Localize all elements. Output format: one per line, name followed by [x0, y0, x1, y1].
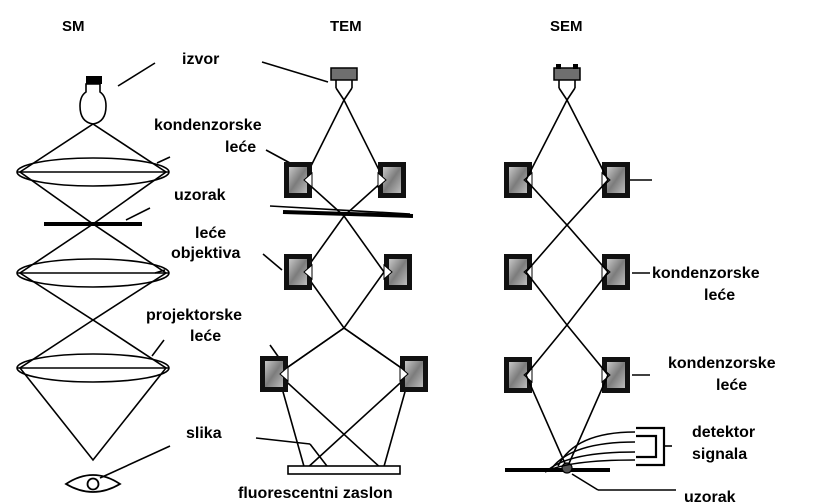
sem-electron-gun-icon — [553, 64, 581, 102]
label-projektorske-2: leće — [190, 328, 221, 345]
label-slika: slika — [186, 425, 222, 442]
sem-coil-2-right — [601, 254, 630, 290]
column-title-sm: SM — [62, 18, 85, 35]
column-title-tem: TEM — [330, 18, 362, 35]
label-detektor: detektor — [692, 424, 755, 441]
tem-coil-projector-left — [260, 356, 289, 392]
magnetic-lens-coils — [260, 162, 630, 393]
label-sem-kondenzorske-b2: leće — [716, 377, 747, 394]
label-sem-kondenzorske-b1: kondenzorske — [668, 355, 776, 372]
tem-coil-objective-left — [284, 254, 313, 290]
label-fluorescentni-zaslon: fluorescentni zaslon — [238, 485, 393, 502]
tem-coil-projector-right — [399, 356, 428, 392]
sem-coil-3-left — [504, 357, 533, 393]
eye-icon — [64, 474, 122, 493]
label-uzorak: uzorak — [174, 187, 226, 204]
label-sem-uzorak: uzorak — [684, 489, 736, 504]
sem-coil-2-left — [504, 254, 533, 290]
label-signala: signala — [692, 446, 747, 463]
labels: izvor kondenzorske leće uzorak leće obje… — [146, 51, 776, 504]
sem-column — [505, 64, 676, 491]
label-projektorske-1: projektorske — [146, 307, 242, 324]
sem-coil-3-right — [601, 357, 630, 393]
tem-electron-gun-icon — [330, 67, 358, 102]
sem-coil-1-right — [601, 162, 630, 198]
tem-coil-condenser-right — [377, 162, 406, 198]
tem-fluorescent-screen — [287, 465, 401, 475]
bulb-icon — [79, 76, 107, 125]
column-title-sem: SEM — [550, 18, 583, 35]
label-kondenzorske-1: kondenzorske — [154, 117, 262, 134]
leader-lines — [99, 61, 411, 479]
signal-emission — [544, 431, 636, 473]
label-objektiva-1: leće — [195, 225, 226, 242]
label-kondenzorske-2: leće — [225, 139, 256, 156]
label-sem-kondenzorske-a1: kondenzorske — [652, 265, 760, 282]
detector-icon — [636, 426, 672, 467]
tem-column — [276, 67, 414, 475]
tem-sample — [282, 210, 414, 218]
label-izvor: izvor — [182, 51, 219, 68]
tem-coil-condenser-left — [284, 162, 313, 198]
label-objektiva-2: objektiva — [171, 245, 240, 262]
label-sem-kondenzorske-a2: leće — [704, 287, 735, 304]
sm-column — [16, 76, 170, 493]
tem-coil-objective-right — [383, 254, 412, 290]
sem-coil-1-left — [504, 162, 533, 198]
